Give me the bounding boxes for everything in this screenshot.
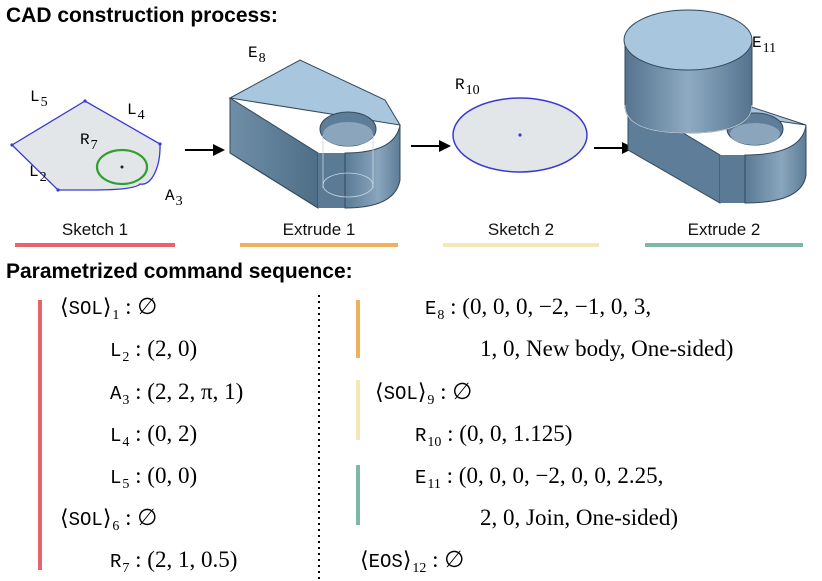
vertex bbox=[10, 143, 14, 147]
extrude-1-drawing bbox=[228, 59, 401, 209]
command-line-5: L5 : (0, 0) bbox=[110, 463, 198, 492]
caption-sketch-1: Sketch 1 bbox=[61, 220, 129, 239]
command-sol-1: ⟨SOL⟩1 : ∅ bbox=[60, 294, 158, 323]
sketch-2-drawing bbox=[452, 97, 588, 173]
sequence-bar-extrude-2 bbox=[356, 465, 360, 525]
command-circle-7: R7 : (2, 1, 0.5) bbox=[110, 547, 238, 576]
arrow-icon bbox=[185, 144, 225, 156]
arrow-icon bbox=[411, 140, 451, 152]
vertex bbox=[56, 188, 60, 192]
caption-extrude-1: Extrude 1 bbox=[282, 220, 356, 239]
heading-process: CAD construction process: bbox=[6, 4, 278, 27]
label-l4: L4 bbox=[127, 101, 145, 123]
command-sol-6: ⟨SOL⟩6 : ∅ bbox=[60, 505, 158, 534]
label-r7: R7 bbox=[80, 131, 98, 153]
stage-bar-extrude-1 bbox=[240, 243, 398, 247]
stage-bar-extrude-2 bbox=[645, 243, 803, 247]
command-eos-12: ⟨EOS⟩12 : ∅ bbox=[360, 547, 465, 576]
label-a3: A3 bbox=[165, 187, 183, 209]
vertex bbox=[83, 99, 87, 103]
column-divider bbox=[318, 295, 320, 580]
label-l5: L5 bbox=[30, 88, 48, 110]
command-extrude-8: E8 : (0, 0, 0, −2, −1, 0, 3, bbox=[425, 294, 652, 323]
sequence-bar-sketch-1 bbox=[38, 300, 42, 570]
extrude-2-drawing bbox=[623, 9, 807, 204]
caption-sketch-2: Sketch 2 bbox=[487, 220, 555, 239]
stage-bar-sketch-2 bbox=[443, 243, 599, 247]
label-l2: L2 bbox=[29, 163, 47, 185]
circle-center bbox=[518, 133, 522, 137]
command-line-2: L2 : (2, 0) bbox=[110, 336, 198, 365]
sequence-bar-sketch-2 bbox=[356, 380, 360, 440]
command-extrude-8-cont: 1, 0, New body, One-sided) bbox=[480, 336, 734, 361]
sketch-1-drawing bbox=[10, 99, 162, 192]
label-e8: E8 bbox=[248, 44, 266, 66]
vertex bbox=[158, 142, 162, 146]
heading-sequence: Parametrized command sequence: bbox=[6, 260, 353, 283]
caption-extrude-2: Extrude 2 bbox=[687, 220, 761, 239]
circle-r7 bbox=[95, 148, 149, 186]
command-sol-9: ⟨SOL⟩9 : ∅ bbox=[375, 379, 473, 408]
sequence-bar-extrude-1 bbox=[356, 300, 360, 358]
circle-center bbox=[120, 165, 124, 169]
label-r10: R10 bbox=[455, 76, 480, 98]
stage-bar-sketch-1 bbox=[15, 243, 175, 247]
command-extrude-11: E11 : (0, 0, 0, −2, 0, 0, 2.25, bbox=[415, 463, 664, 492]
command-line-4: L4 : (0, 2) bbox=[110, 421, 198, 450]
command-extrude-11-cont: 2, 0, Join, One-sided) bbox=[480, 505, 679, 530]
command-arc-3: A3 : (2, 2, π, 1) bbox=[110, 379, 244, 408]
command-circle-10: R10 : (0, 0, 1.125) bbox=[415, 421, 573, 450]
label-e11: E11 bbox=[752, 34, 777, 56]
